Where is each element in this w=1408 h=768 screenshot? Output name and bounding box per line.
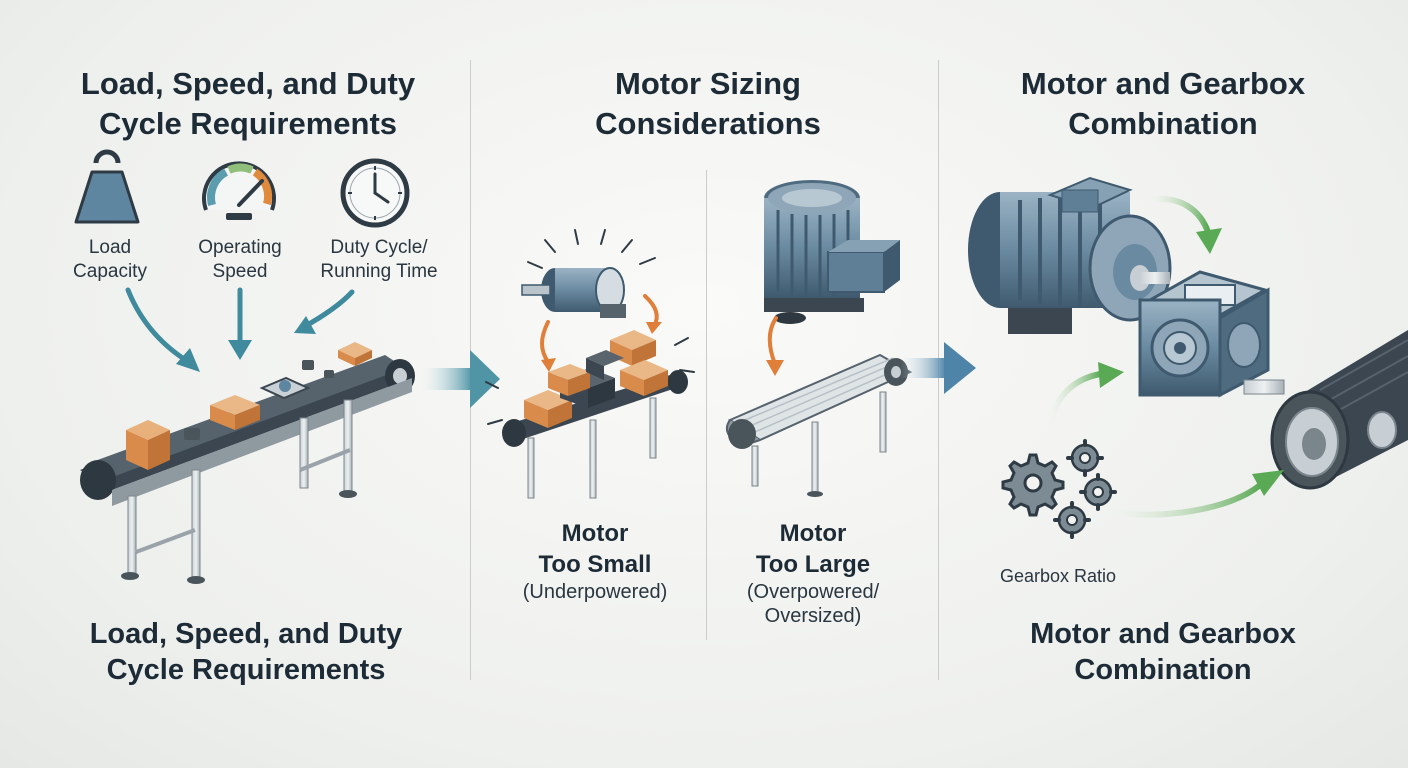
panel-divider-middle — [706, 170, 707, 640]
panel1-title-line2: Cycle Requirements — [98, 106, 398, 141]
panel1-footer: Load, Speed, and Duty Cycle Requirements — [54, 616, 438, 688]
panel3-title-line2: Combination — [1068, 106, 1258, 141]
label-load-capacity: Load Capacity — [55, 236, 165, 284]
gearbox — [1138, 270, 1285, 398]
small-motor — [521, 229, 656, 318]
label-line: Speed — [212, 261, 268, 282]
drive-pulley — [1270, 330, 1408, 490]
conveyor-belt-1 — [80, 342, 415, 584]
label-duty-cycle: Duty Cycle/ Running Time — [312, 236, 446, 284]
clock-icon — [340, 158, 410, 228]
label-line: (Underpowered) — [522, 581, 668, 603]
label-line: Capacity — [73, 261, 147, 282]
label-line: Oversized) — [764, 605, 862, 627]
panel3-footer-line2: Combination — [1074, 654, 1252, 686]
label-gearbox-ratio: Gearbox Ratio — [999, 566, 1117, 586]
label-line: (Overpowered/ — [746, 581, 880, 603]
panel1-footer-line2: Cycle Requirements — [106, 654, 386, 686]
label-motor-too-small: Motor Too Small (Underpowered) — [500, 518, 690, 604]
gauge-icon — [202, 161, 276, 220]
panel2-title-line1: Motor Sizing — [615, 66, 801, 101]
label-line: Running Time — [320, 261, 438, 282]
label-line: Too Small — [538, 551, 652, 578]
combination-arrows — [1045, 196, 1263, 518]
label-line: Motor — [561, 520, 629, 547]
panel2-title: Motor Sizing Considerations — [538, 64, 878, 144]
electric-motor — [968, 176, 1172, 334]
oversized-arrow — [766, 316, 784, 376]
label-line: Duty Cycle/ — [330, 237, 428, 258]
gear-icon — [1023, 473, 1043, 493]
large-motor — [764, 180, 900, 324]
label-line: Too Large — [755, 551, 871, 578]
cardboard-box — [338, 342, 372, 366]
flow-arrow-1 — [420, 350, 500, 408]
flow-arrow-2 — [900, 342, 976, 394]
panel3-footer-line1: Motor and Gearbox — [1030, 618, 1296, 650]
sensor-device — [259, 376, 311, 400]
panel2-title-line2: Considerations — [595, 106, 821, 141]
cardboard-box — [126, 420, 170, 470]
cardboard-box — [210, 395, 260, 430]
label-line: Load — [88, 237, 132, 258]
conveyor-belt-empty — [726, 353, 913, 497]
panel3-title: Motor and Gearbox Combination — [990, 64, 1336, 144]
panel3-title-line1: Motor and Gearbox — [1020, 66, 1306, 101]
label-line: Operating — [198, 237, 282, 258]
conveyor-belt-small — [485, 330, 695, 499]
label-line: Motor — [779, 520, 847, 547]
label-motor-too-large: Motor Too Large (Overpowered/ Oversized) — [718, 518, 908, 628]
weight-icon — [74, 149, 140, 224]
label-operating-speed: Operating Speed — [184, 236, 296, 284]
panel1-title-line1: Load, Speed, and Duty — [80, 66, 416, 101]
panel1-title: Load, Speed, and Duty Cycle Requirements — [62, 64, 434, 144]
panel1-footer-line1: Load, Speed, and Duty — [89, 618, 403, 650]
panel3-footer: Motor and Gearbox Combination — [998, 616, 1328, 688]
